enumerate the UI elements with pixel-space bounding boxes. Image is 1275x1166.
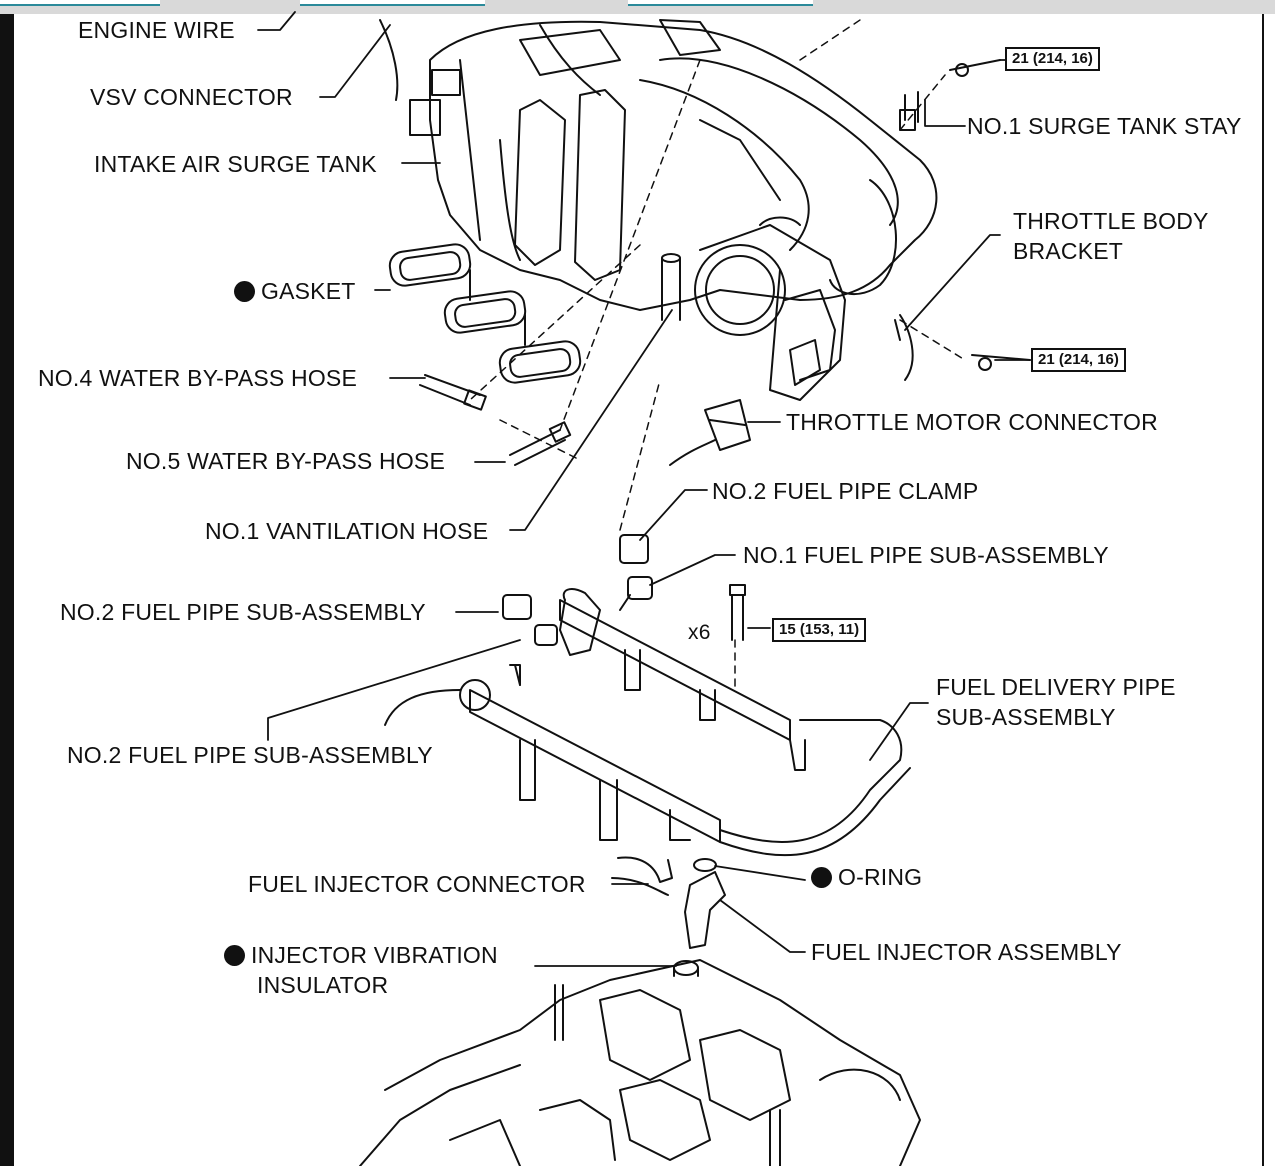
label-no2-fuel-pipe-clamp: NO.2 FUEL PIPE CLAMP — [712, 478, 979, 504]
label-o-ring-text: O-RING — [838, 864, 923, 890]
alignment-dashed-lines — [469, 19, 966, 691]
label-no2-fuel-pipe-sub-assembly-upper: NO.2 FUEL PIPE SUB-ASSEMBLY — [60, 599, 426, 625]
label-bolt-count: x6 — [688, 621, 711, 644]
fuel-injector-drawing — [611, 856, 726, 977]
label-o-ring: O-RING — [811, 862, 922, 892]
brackets-and-bolts-drawing — [729, 59, 1031, 641]
label-no1-vantilation-hose: NO.1 VANTILATION HOSE — [205, 518, 489, 544]
throttle-motor-connector-drawing — [669, 399, 751, 466]
label-gasket-text: GASKET — [261, 278, 356, 304]
gasket-drawing — [388, 243, 582, 384]
label-injector-vibration-insulator-line1: INJECTOR VIBRATION — [251, 942, 498, 968]
label-throttle-motor-connector: THROTTLE MOTOR CONNECTOR — [786, 409, 1158, 435]
label-vsv-connector: VSV CONNECTOR — [90, 84, 293, 110]
fuel-pipe-clamps-drawing — [502, 534, 653, 686]
label-no1-fuel-pipe-sub-assembly: NO.1 FUEL PIPE SUB-ASSEMBLY — [743, 542, 1109, 568]
label-no4-water-bypass-hose: NO.4 WATER BY-PASS HOSE — [38, 365, 358, 391]
label-injector-vibration-insulator-line2: INSULATOR — [257, 972, 389, 998]
label-no2-fuel-pipe-sub-assembly-lower: NO.2 FUEL PIPE SUB-ASSEMBLY — [67, 742, 433, 768]
label-gasket: GASKET — [234, 276, 356, 306]
filled-circle-icon — [234, 281, 255, 302]
label-engine-wire: ENGINE WIRE — [78, 17, 235, 43]
label-no1-surge-tank-stay: NO.1 SURGE TANK STAY — [967, 113, 1242, 139]
intake-air-surge-tank-drawing — [379, 19, 938, 311]
viewer-tab-1[interactable] — [0, 0, 160, 6]
label-fuel-injector-assembly: FUEL INJECTOR ASSEMBLY — [811, 939, 1122, 965]
label-fuel-delivery-pipe-line1: FUEL DELIVERY PIPE — [936, 674, 1176, 700]
torque-spec-throttle-body-bracket: 21 (214, 16) — [1031, 348, 1126, 372]
label-throttle-body-bracket-line2: BRACKET — [1013, 238, 1124, 264]
leader-lines — [257, 11, 1031, 967]
label-intake-air-surge-tank: INTAKE AIR SURGE TANK — [94, 151, 377, 177]
viewer-tab-2[interactable] — [300, 0, 485, 6]
frame-border-right — [1262, 14, 1264, 1166]
torque-spec-delivery-pipe-bolt: 15 (153, 11) — [772, 618, 867, 642]
label-fuel-injector-connector: FUEL INJECTOR CONNECTOR — [248, 871, 586, 897]
throttle-body-drawing — [694, 216, 846, 401]
torque-spec-surge-tank-stay: 21 (214, 16) — [1005, 47, 1100, 71]
cylinder-head-drawing — [359, 959, 921, 1166]
fuel-delivery-pipe-drawing — [384, 588, 911, 857]
water-bypass-hoses-drawing — [419, 253, 681, 466]
viewer-top-bar — [0, 0, 1275, 14]
frame-border-left — [0, 14, 14, 1166]
label-injector-vibration-insulator: INJECTOR VIBRATION — [224, 940, 498, 970]
filled-circle-icon — [811, 867, 832, 888]
viewer-tab-3[interactable] — [628, 0, 813, 6]
label-throttle-body-bracket-line1: THROTTLE BODY — [1013, 208, 1209, 234]
filled-circle-icon — [224, 945, 245, 966]
label-fuel-delivery-pipe-line2: SUB-ASSEMBLY — [936, 704, 1116, 730]
label-no5-water-bypass-hose: NO.5 WATER BY-PASS HOSE — [126, 448, 446, 474]
